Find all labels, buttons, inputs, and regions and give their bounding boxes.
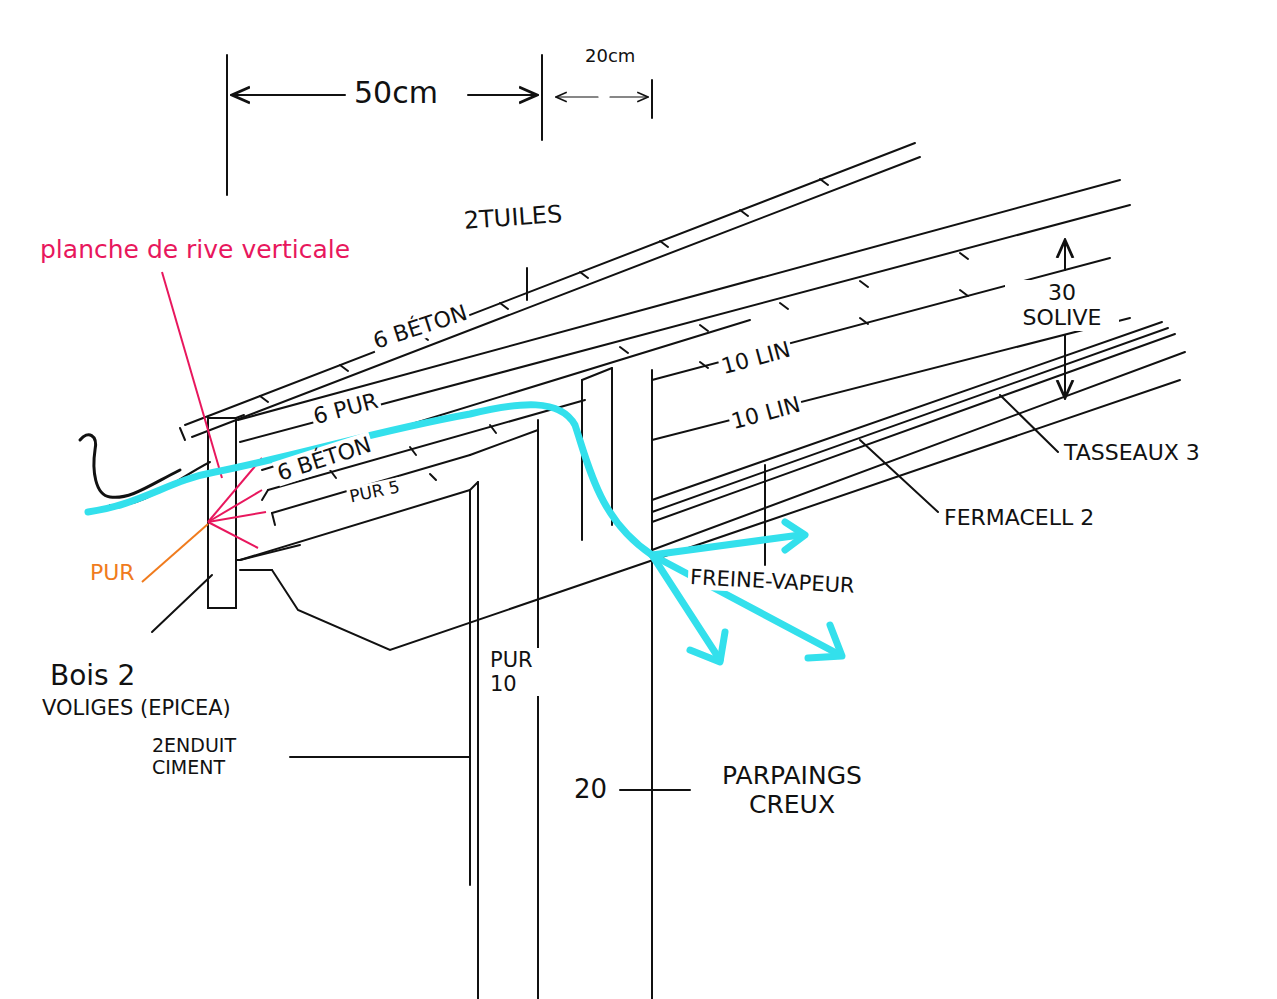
- part-label: 6 PUR: [309, 387, 383, 429]
- part-label: 6 BÉTON: [368, 299, 472, 354]
- part-label: FERMACELL 2: [942, 505, 1096, 530]
- part-label: PUR 10: [488, 648, 542, 696]
- part-label: 6 BÉTON: [272, 431, 376, 486]
- part-label: 50cm: [352, 76, 440, 111]
- part-label: PUR: [88, 560, 137, 585]
- part-label: 2ENDUIT CIMENT: [150, 735, 264, 779]
- part-label: TASSEAUX 3: [1062, 440, 1202, 465]
- part-label: PUR 5: [346, 477, 404, 507]
- part-label: 20: [572, 775, 609, 805]
- part-label: planche de rive verticale: [38, 236, 352, 265]
- part-label: Bois 2: [48, 660, 137, 692]
- part-label: VOLIGES (EPICEA): [40, 696, 233, 720]
- part-label: 10 LIN: [727, 391, 805, 435]
- part-label: 10 LIN: [717, 336, 795, 380]
- part-label: FREINE-VAPEUR: [687, 565, 857, 598]
- part-label: 20cm: [583, 46, 637, 67]
- part-label: 2TUILES: [461, 201, 565, 236]
- part-label: PARPAINGS CREUX: [695, 762, 889, 820]
- part-label: 30 SOLIVE: [1005, 280, 1119, 331]
